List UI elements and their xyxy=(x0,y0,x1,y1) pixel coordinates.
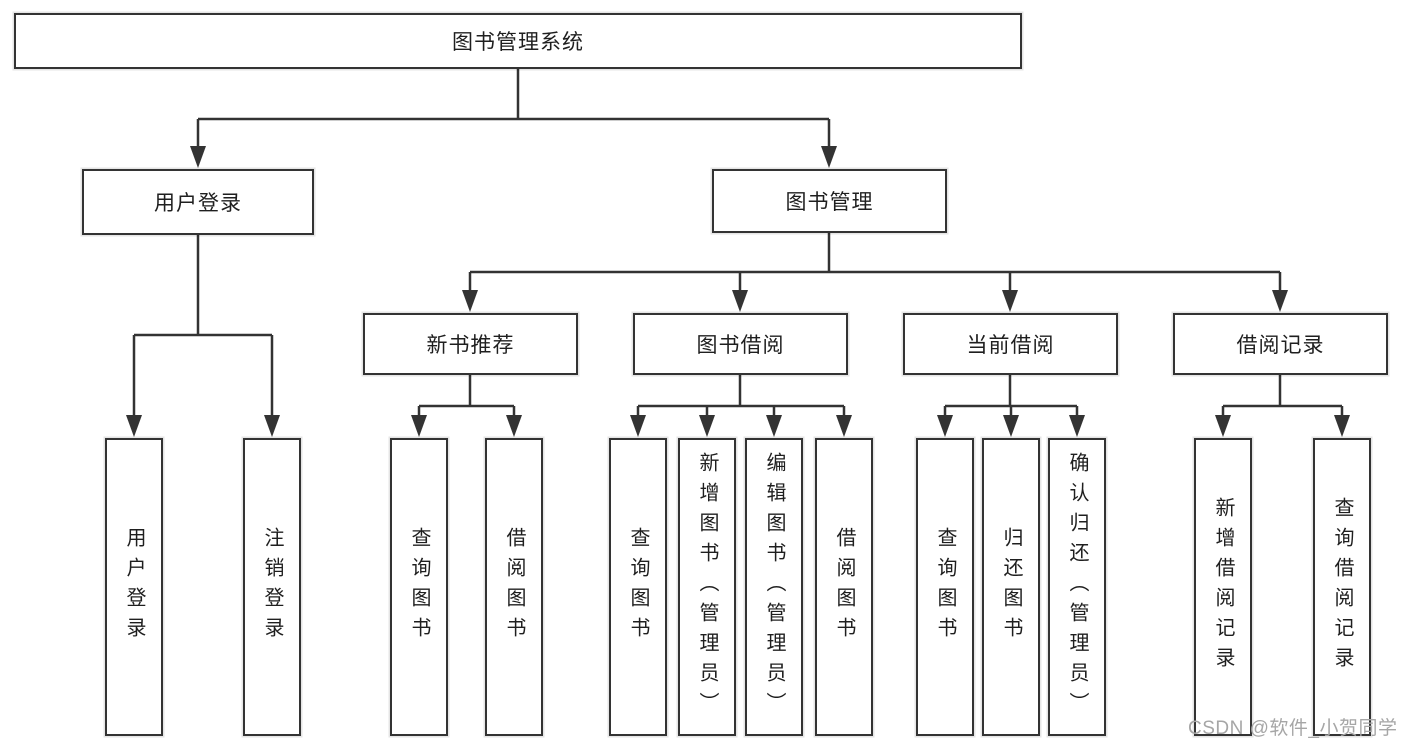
node-current-borrow-label: 当前借阅 xyxy=(966,334,1055,357)
leaf-borrow-books-borrow-label: 借阅图书 xyxy=(833,527,855,647)
leaf-query-borrow-record: 查询借阅记录 xyxy=(1313,438,1371,736)
leaf-add-borrow-record-label: 新增借阅记录 xyxy=(1212,497,1234,677)
leaf-user-login-label: 用户登录 xyxy=(123,527,145,647)
node-new-book-recommend: 新书推荐 xyxy=(363,313,578,375)
leaf-confirm-return-admin-label: 确认归还（管理员） xyxy=(1066,452,1088,722)
leaf-return-books-label: 归还图书 xyxy=(1000,527,1022,647)
node-book-management: 图书管理 xyxy=(712,169,947,233)
watermark: CSDN @软件_小贺同学 xyxy=(1188,718,1398,739)
node-user-login: 用户登录 xyxy=(82,169,314,235)
leaf-edit-book-admin-label: 编辑图书（管理员） xyxy=(763,452,785,722)
connectors-root-to-level2 xyxy=(190,69,837,168)
node-root: 图书管理系统 xyxy=(14,13,1022,69)
leaf-edit-book-admin: 编辑图书（管理员） xyxy=(745,438,803,736)
leaf-add-borrow-record: 新增借阅记录 xyxy=(1194,438,1252,736)
leaf-borrow-books-borrow: 借阅图书 xyxy=(815,438,873,736)
node-root-label: 图书管理系统 xyxy=(452,31,584,54)
leaf-logout-label: 注销登录 xyxy=(261,527,283,647)
connectors-book-management-children xyxy=(462,233,1288,312)
leaf-add-book-admin-label: 新增图书（管理员） xyxy=(696,452,718,722)
node-book-borrow: 图书借阅 xyxy=(633,313,848,375)
leaf-query-books-current-label: 查询图书 xyxy=(934,527,956,647)
leaf-query-books-borrow-label: 查询图书 xyxy=(627,527,649,647)
leaf-query-borrow-record-label: 查询借阅记录 xyxy=(1331,497,1353,677)
leaf-user-login: 用户登录 xyxy=(105,438,163,736)
leaf-query-books-current: 查询图书 xyxy=(916,438,974,736)
connectors-new-book-children xyxy=(411,375,522,437)
node-borrow-records: 借阅记录 xyxy=(1173,313,1388,375)
node-user-login-label: 用户登录 xyxy=(154,192,242,215)
connectors-book-borrow-children xyxy=(630,375,852,437)
connectors-user-login-children xyxy=(126,235,280,437)
node-book-borrow-label: 图书借阅 xyxy=(696,334,785,357)
node-new-book-recommend-label: 新书推荐 xyxy=(426,334,515,357)
leaf-query-books-recommend: 查询图书 xyxy=(390,438,448,736)
leaf-logout: 注销登录 xyxy=(243,438,301,736)
node-borrow-records-label: 借阅记录 xyxy=(1236,334,1325,357)
connectors-current-borrow-children xyxy=(937,375,1085,437)
leaf-query-books-recommend-label: 查询图书 xyxy=(408,527,430,647)
leaf-return-books: 归还图书 xyxy=(982,438,1040,736)
node-current-borrow: 当前借阅 xyxy=(903,313,1118,375)
leaf-borrow-books-recommend-label: 借阅图书 xyxy=(503,527,525,647)
leaf-query-books-borrow: 查询图书 xyxy=(609,438,667,736)
node-book-management-label: 图书管理 xyxy=(785,191,874,214)
connectors-borrow-records-children xyxy=(1215,375,1350,437)
leaf-confirm-return-admin: 确认归还（管理员） xyxy=(1048,438,1106,736)
leaf-borrow-books-recommend: 借阅图书 xyxy=(485,438,543,736)
leaf-add-book-admin: 新增图书（管理员） xyxy=(678,438,736,736)
